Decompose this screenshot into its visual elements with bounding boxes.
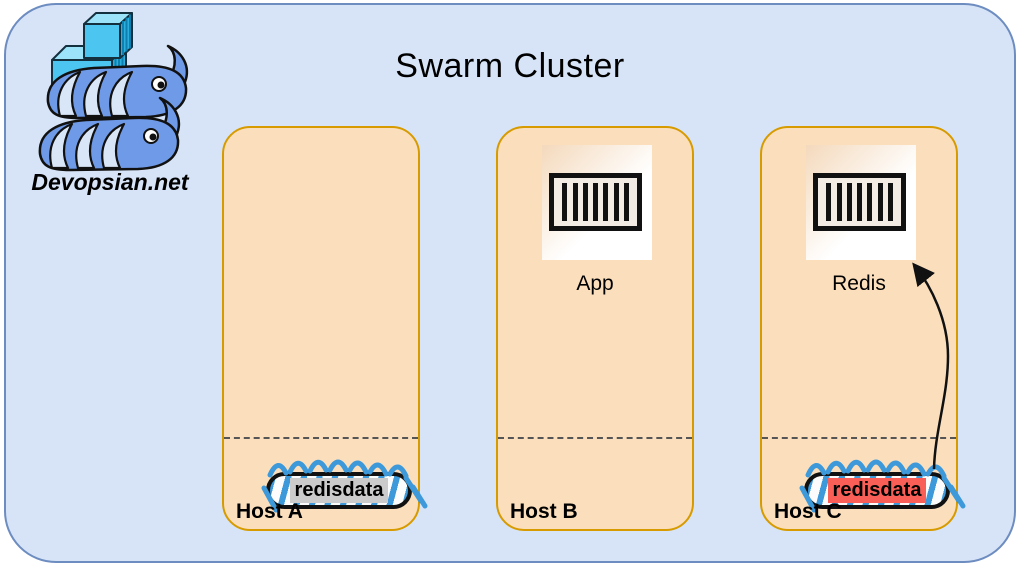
- app-container-tile: [542, 145, 652, 260]
- docker-whales-icon: [38, 12, 189, 172]
- cluster-title: Swarm Cluster: [395, 47, 625, 85]
- host-c-label: Host C: [774, 500, 842, 523]
- host-b-divider-line: [498, 437, 692, 439]
- redis-service-label: Redis: [832, 272, 886, 295]
- host-c-box: Redis redisdata Host C: [760, 126, 966, 531]
- volume-label: redisdata: [289, 478, 389, 503]
- volume-label: redisdata: [827, 478, 927, 503]
- host-b-box: App Host B: [496, 126, 694, 531]
- host-b-label: Host B: [510, 500, 578, 523]
- container-icon: [813, 173, 906, 231]
- host-a-box: redisdata Host A: [222, 126, 428, 531]
- redis-container-tile: [806, 145, 916, 260]
- container-icon: [549, 173, 642, 231]
- docker-whales-logo: Devopsian.net: [20, 6, 200, 201]
- host-c-divider-line: [762, 437, 956, 439]
- app-service-label: App: [576, 272, 614, 295]
- host-a-label: Host A: [236, 500, 303, 523]
- logo-caption: Devopsian.net: [31, 169, 189, 195]
- host-a-divider-line: [224, 437, 418, 439]
